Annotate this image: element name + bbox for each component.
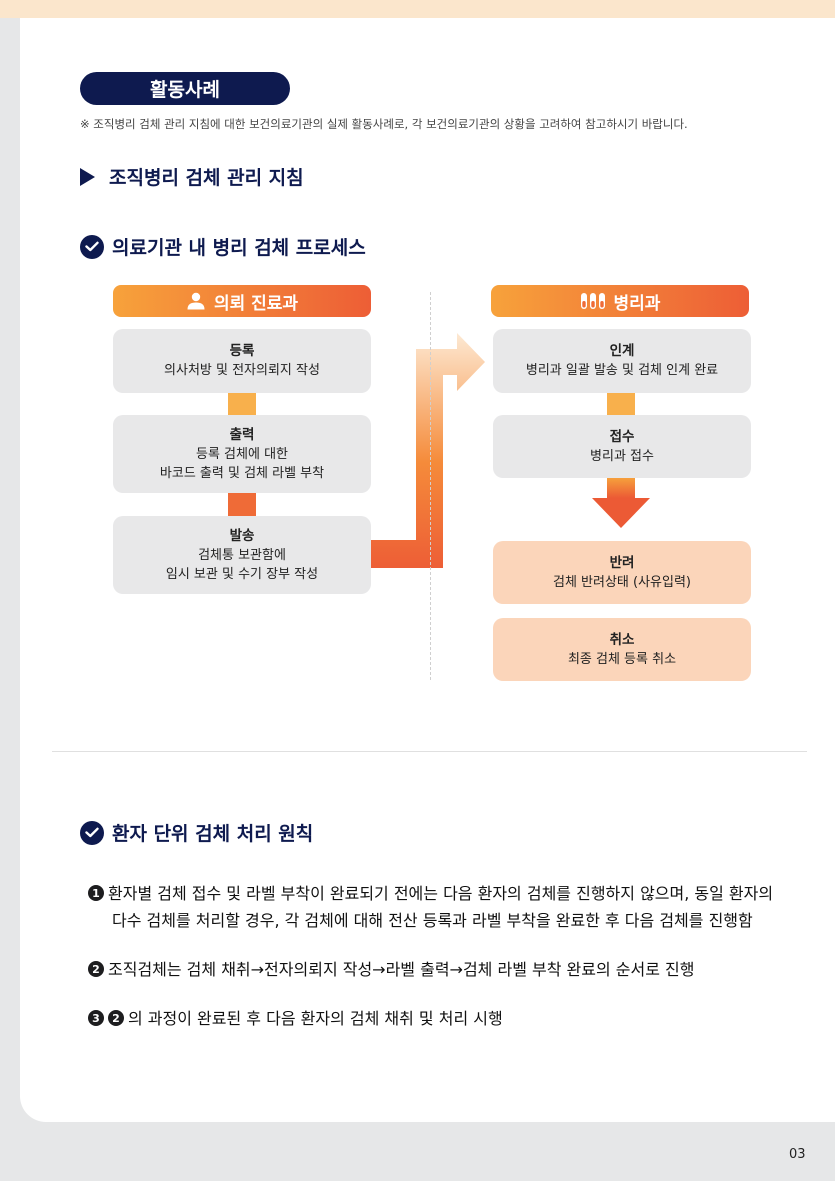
connector-left-1 bbox=[228, 393, 256, 415]
step-cancel: 취소 최종 검체 등록 취소 bbox=[493, 618, 751, 681]
step-receipt-title: 접수 bbox=[609, 428, 635, 445]
principle-item-2: 2 조직검체는 검체 채취→전자의뢰지 작성→라벨 출력→검체 라벨 부착 완료… bbox=[88, 956, 694, 983]
top-band bbox=[0, 0, 835, 18]
dept-requesting-clinic: 의뢰 진료과 bbox=[113, 285, 371, 317]
principle-1-line-2: 다수 검체를 처리할 경우, 각 검체에 대해 전산 등록과 라벨 부착을 완료… bbox=[112, 911, 753, 930]
step-receipt: 접수 병리과 접수 bbox=[493, 415, 751, 478]
dept-requesting-clinic-label: 의뢰 진료과 bbox=[213, 293, 299, 314]
dept-pathology-label: 병리과 bbox=[613, 293, 661, 314]
process-title: 의료기관 내 병리 검체 프로세스 bbox=[80, 233, 366, 260]
step-print-desc-1: 등록 검체에 대한 bbox=[196, 446, 288, 462]
principles-title: 환자 단위 검체 처리 원칙 bbox=[80, 819, 313, 846]
principle-item-3: 3 2 의 과정이 완료된 후 다음 환자의 검체 채취 및 처리 시행 bbox=[88, 1005, 503, 1032]
test-tube-icon bbox=[580, 292, 606, 310]
dept-pathology: 병리과 bbox=[491, 285, 749, 317]
step-print-title: 출력 bbox=[229, 426, 255, 443]
step-register-title: 등록 bbox=[229, 343, 255, 359]
process-title-text: 의료기관 내 병리 검체 프로세스 bbox=[112, 237, 366, 259]
step-dispatch: 발송 검체통 보관함에 임시 보관 및 수기 장부 작성 bbox=[113, 516, 371, 594]
step-return-desc: 검체 반려상태 (사유입력) bbox=[552, 574, 691, 590]
principle-item-1: 1 환자별 검체 접수 및 라벨 부착이 완료되기 전에는 다음 환자의 검체를… bbox=[88, 880, 773, 934]
section-divider bbox=[52, 751, 807, 752]
step-handover-desc: 병리과 일괄 발송 및 검체 인계 완료 bbox=[525, 363, 719, 378]
page-number: 03 bbox=[789, 1147, 806, 1162]
number-badge-ref-2: 2 bbox=[108, 1010, 124, 1026]
connector-left-2 bbox=[228, 493, 256, 516]
step-return: 반려 검체 반려상태 (사유입력) bbox=[493, 541, 751, 604]
step-dispatch-desc-1: 검체통 보관함에 bbox=[198, 547, 286, 563]
step-handover-title: 인계 bbox=[609, 343, 635, 359]
step-dispatch-desc-2: 임시 보관 및 수기 장부 작성 bbox=[165, 566, 319, 582]
reference-note: ※ 조직병리 검체 관리 지침에 대한 보건의료기관의 실제 활동사례로, 각 … bbox=[80, 117, 688, 131]
step-print-desc-2: 바코드 출력 및 검체 라벨 부착 bbox=[159, 465, 325, 481]
person-icon bbox=[186, 292, 206, 310]
dashed-divider bbox=[430, 292, 431, 680]
principle-1-line-1: 환자별 검체 접수 및 라벨 부착이 완료되기 전에는 다음 환자의 검체를 진… bbox=[108, 884, 774, 903]
triangle-bullet-icon bbox=[80, 167, 95, 186]
principle-3-text: 의 과정이 완료된 후 다음 환자의 검체 채취 및 처리 시행 bbox=[128, 1009, 503, 1028]
step-register: 등록 의사처방 및 전자의뢰지 작성 bbox=[113, 329, 371, 393]
section-title: 조직병리 검체 관리 지침 bbox=[80, 163, 304, 190]
step-handover: 인계 병리과 일괄 발송 및 검체 인계 완료 bbox=[493, 329, 751, 393]
step-return-title: 반려 bbox=[609, 554, 635, 571]
step-print: 출력 등록 검체에 대한 바코드 출력 및 검체 라벨 부착 bbox=[113, 415, 371, 493]
number-badge-1: 1 bbox=[88, 885, 104, 901]
activity-badge: 활동사례 bbox=[80, 72, 290, 105]
number-badge-2: 2 bbox=[88, 961, 104, 977]
principle-2-text: 조직검체는 검체 채취→전자의뢰지 작성→라벨 출력→검체 라벨 부착 완료의 … bbox=[108, 960, 695, 979]
check-circle-icon bbox=[80, 820, 104, 845]
step-cancel-desc: 최종 검체 등록 취소 bbox=[567, 651, 677, 667]
flow-arrow bbox=[370, 333, 650, 568]
principles-title-text: 환자 단위 검체 처리 원칙 bbox=[112, 823, 314, 845]
check-circle-icon bbox=[80, 234, 104, 259]
step-cancel-title: 취소 bbox=[609, 631, 635, 648]
step-register-desc: 의사처방 및 전자의뢰지 작성 bbox=[164, 363, 320, 378]
step-dispatch-title: 발송 bbox=[229, 527, 255, 544]
step-receipt-desc: 병리과 접수 bbox=[590, 448, 654, 464]
number-badge-3: 3 bbox=[88, 1010, 104, 1026]
section-title-text: 조직병리 검체 관리 지침 bbox=[109, 167, 304, 189]
